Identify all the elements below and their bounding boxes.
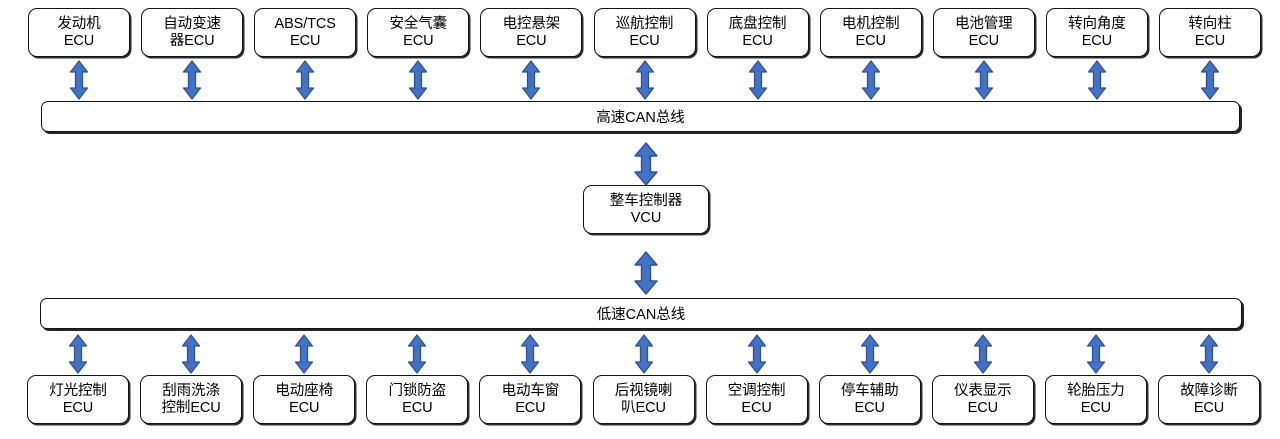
arrow-ecu-to-high-speed-bus [861, 60, 881, 100]
ecu-node-label-line2: ECU [62, 399, 94, 416]
arrow-low-speed-bus-to-ecu [181, 334, 201, 374]
arrow-low-speed-bus-to-ecu [407, 334, 427, 374]
ecu-node-label-line2: ECU [1080, 399, 1112, 416]
ecu-node-label-line1: 电控悬架 [502, 16, 561, 33]
ecu-node-label-line2: ECU [629, 32, 660, 49]
ecu-node-label-line1: 空调控制 [727, 383, 786, 400]
arrow-ecu-to-high-speed-bus [408, 60, 428, 100]
arrow-ecu-to-high-speed-bus [521, 60, 541, 100]
ecu-node-label-line2: ECU [855, 32, 886, 49]
ecu-node-label-line1: 自动变速 [163, 16, 221, 33]
high-speed-can-bus: 高速CAN总线 [41, 101, 1240, 132]
ecu-node-label-line1: 底盘控制 [728, 16, 787, 33]
arrow-low-speed-bus-to-ecu [68, 334, 88, 374]
ecu-node-label-line2: ECU [1194, 32, 1226, 49]
ecu-node-label-line2: 叭ECU [621, 399, 666, 416]
high-speed-can-bus-label: 高速CAN总线 [596, 110, 685, 126]
arrow-ecu-to-high-speed-bus [635, 60, 655, 100]
ecu-node-label-line1: 停车辅助 [840, 383, 899, 400]
arrow-low-speed-bus-to-ecu [520, 334, 540, 374]
ecu-node-label-line2: ECU [515, 399, 546, 416]
arrow-low-speed-bus-to-ecu [860, 334, 880, 374]
arrow-ecu-to-high-speed-bus [1200, 60, 1220, 100]
ecu-node-label-line2: ECU [741, 399, 772, 416]
arrow-low-speed-bus-to-ecu [1086, 334, 1106, 374]
ecu-node-label-line1: 刮雨洗涤 [162, 383, 220, 400]
ecu-node: 后视镜喇叭ECU [592, 375, 695, 424]
ecu-node-label-line2: 控制ECU [161, 399, 221, 416]
ecu-node-label-line2: ECU [967, 399, 998, 416]
ecu-node-label-line1: ABS/TCS [274, 16, 336, 33]
arrow-ecu-to-high-speed-bus [748, 60, 768, 100]
arrow-vcu-to-low-speed-bus [633, 251, 659, 295]
ecu-node-label-line1: 巡航控制 [615, 16, 674, 33]
ecu-node-label-line1: 转向柱 [1188, 16, 1232, 33]
ecu-node-label-line2: ECU [63, 32, 95, 49]
ecu-node-label-line1: 发动机 [57, 16, 101, 33]
ecu-node-label-line1: 后视镜喇 [614, 383, 673, 400]
arrow-low-speed-bus-to-ecu [294, 334, 314, 374]
ecu-node-label-line2: ECU [742, 32, 773, 49]
ecu-node-label-line1: 故障诊断 [1180, 383, 1238, 400]
ecu-node-label-line1: 门锁防盗 [388, 383, 447, 400]
vehicle-control-unit-box: 整车控制器 VCU [583, 185, 709, 234]
ecu-node-label-line1: 安全气囊 [389, 16, 448, 33]
ecu-node-label-line2: ECU [1081, 32, 1113, 49]
ecu-node-label-line2: ECU [290, 32, 321, 49]
vcu-label-line2: VCU [630, 209, 662, 226]
arrow-low-speed-bus-to-ecu [1199, 334, 1219, 374]
arrow-ecu-to-high-speed-bus [182, 60, 202, 100]
low-speed-can-bus-label: 低速CAN总线 [596, 307, 686, 323]
ecu-node-label-line1: 电动车窗 [501, 383, 560, 400]
ecu-node-label-line1: 转向角度 [1068, 16, 1126, 33]
arrow-low-speed-bus-to-ecu [634, 334, 654, 374]
arrow-ecu-to-high-speed-bus [1087, 60, 1107, 100]
arrow-ecu-to-high-speed-bus [69, 60, 89, 100]
ecu-node: 刮雨洗涤控制ECU [140, 375, 243, 424]
ecu-node-label-line1: 电动座椅 [275, 383, 333, 400]
arrow-low-speed-bus-to-ecu [747, 334, 767, 374]
ecu-node-label-line2: ECU [402, 399, 433, 416]
arrow-low-speed-bus-to-ecu [973, 334, 993, 374]
ecu-node-label-line1: 轮胎压力 [1067, 383, 1125, 400]
ecu-node-label-line2: ECU [1193, 399, 1225, 416]
ecu-node-label-line1: 仪表显示 [953, 383, 1012, 400]
ecu-node-label-line1: 电机控制 [841, 16, 900, 33]
ecu-node-label-line2: 器ECU [169, 32, 215, 49]
ecu-node-label-line2: ECU [516, 32, 547, 49]
arrow-ecu-to-high-speed-bus [295, 60, 315, 100]
ecu-node-label-line2: ECU [854, 399, 885, 416]
ecu-node-label-line2: ECU [289, 399, 320, 416]
ecu-node-label-line1: 灯光控制 [49, 383, 107, 400]
arrow-ecu-to-high-speed-bus [974, 60, 994, 100]
ecu-node-label-line2: ECU [968, 32, 999, 49]
arrow-high-speed-bus-to-vcu [633, 142, 659, 186]
ecu-node: 自动变速器ECU [141, 8, 244, 57]
ecu-node-label-line1: 电池管理 [954, 16, 1013, 33]
vcu-label-line1: 整车控制器 [609, 192, 683, 209]
low-speed-can-bus: 低速CAN总线 [40, 298, 1242, 329]
ecu-node-label-line2: ECU [403, 32, 434, 49]
